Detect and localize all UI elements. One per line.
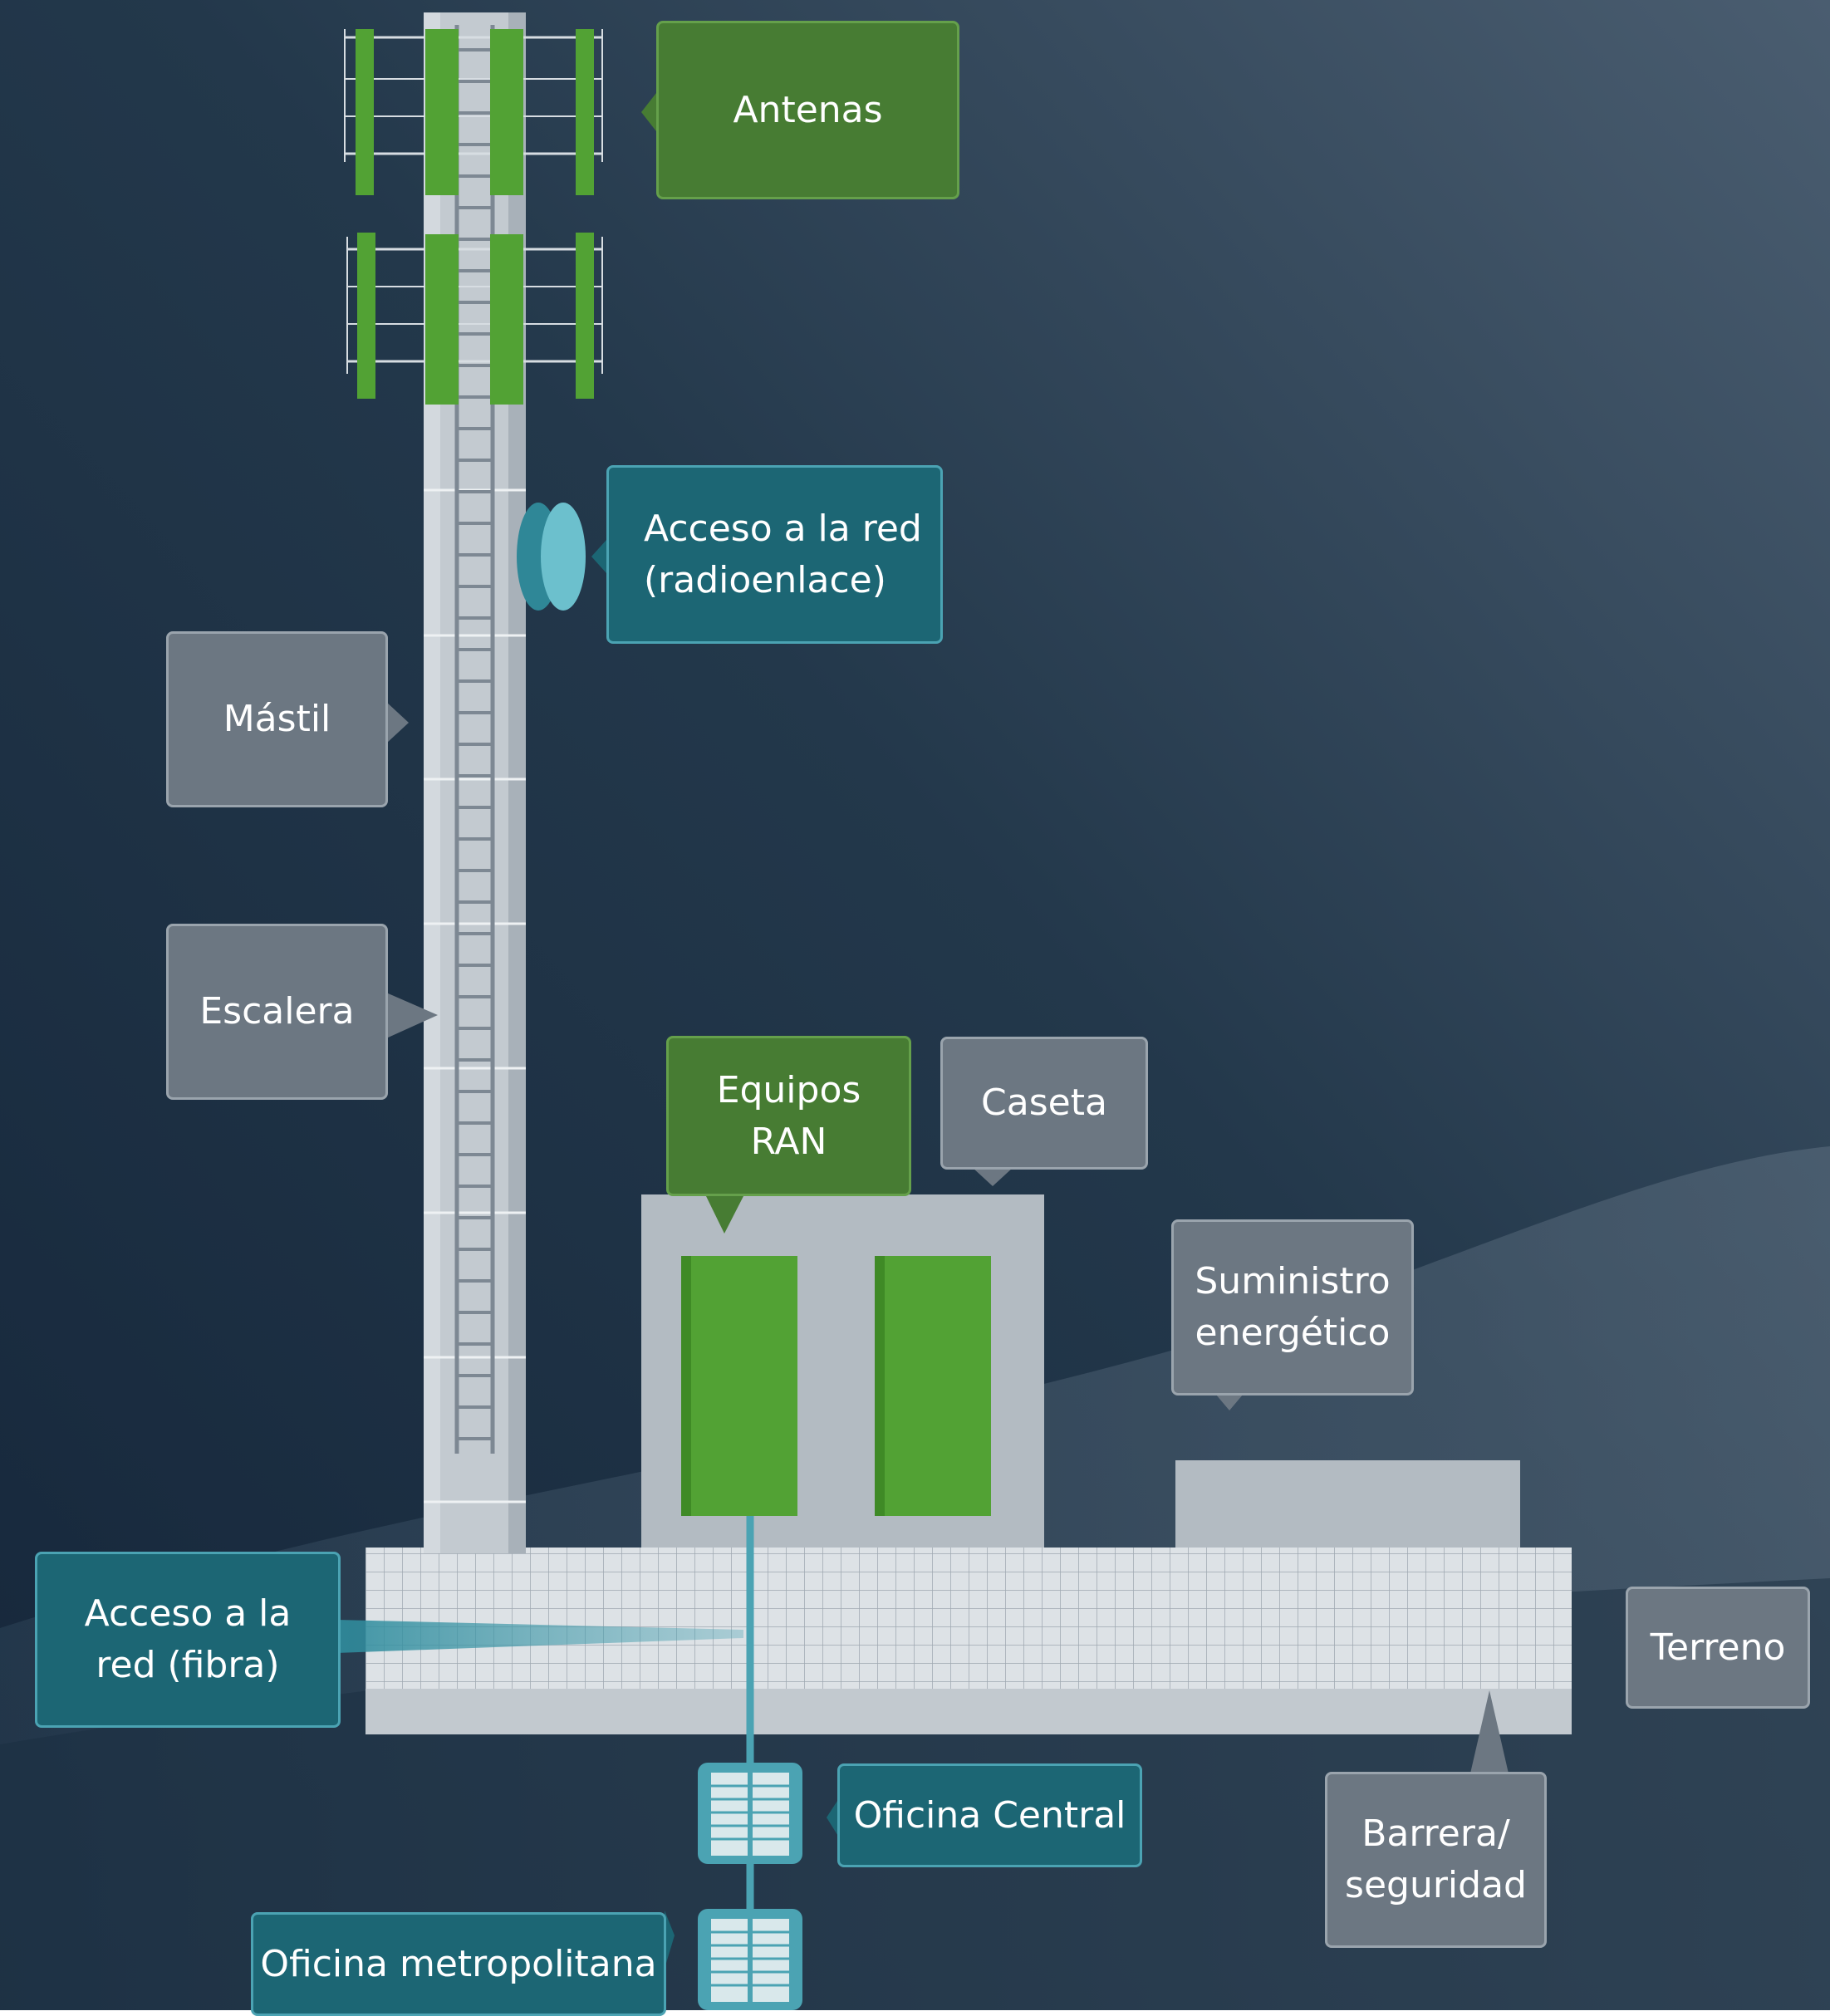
callout-mastil: Mástil: [166, 631, 388, 807]
antenna-panel: [576, 29, 594, 195]
terrain-base: [366, 1689, 1572, 1734]
terrain-fence-grid: [366, 1548, 1572, 1689]
callout-oficina-metropolitana: Oficina metropolitana: [251, 1912, 666, 2016]
antenna-panel: [425, 234, 459, 405]
antenna-array-upper: [344, 29, 603, 195]
callout-radioenlace: Acceso a la red (radioenlace): [606, 465, 943, 644]
callout-barrera: Barrera/ seguridad: [1325, 1772, 1547, 1948]
antenna-array-lower: [346, 233, 603, 405]
antenna-panel: [356, 29, 374, 195]
power-supply-unit: [1175, 1460, 1520, 1548]
antenna-panel: [490, 234, 523, 405]
antenna-panel: [425, 29, 459, 195]
ran-equipment-cabinet-shade: [681, 1256, 691, 1516]
ran-equipment-cabinet-shade: [875, 1256, 885, 1516]
callout-suministro: Suministro energético: [1171, 1219, 1414, 1396]
metro-office-server-icon: [698, 1909, 802, 2010]
callout-caseta: Caseta: [940, 1037, 1148, 1170]
callout-oficina-central: Oficina Central: [837, 1763, 1142, 1867]
callout-escalera: Escalera: [166, 924, 388, 1100]
central-office-server-icon: [698, 1763, 802, 1864]
antenna-panel: [576, 233, 594, 399]
callout-antenas: Antenas: [656, 21, 959, 199]
ran-equipment-cabinet: [875, 1256, 991, 1516]
antenna-panel: [357, 233, 375, 399]
fiber-beam: [336, 1620, 743, 1653]
ran-equipment-cabinet: [681, 1256, 797, 1516]
callout-equipos-ran: Equipos RAN: [666, 1036, 911, 1196]
callout-fibra: Acceso a la red (fibra): [35, 1552, 341, 1728]
callout-terreno: Terreno: [1626, 1587, 1810, 1709]
callout-pointers: [386, 93, 1509, 1969]
microwave-dish-icon: [517, 503, 586, 611]
antenna-panel: [490, 29, 523, 195]
